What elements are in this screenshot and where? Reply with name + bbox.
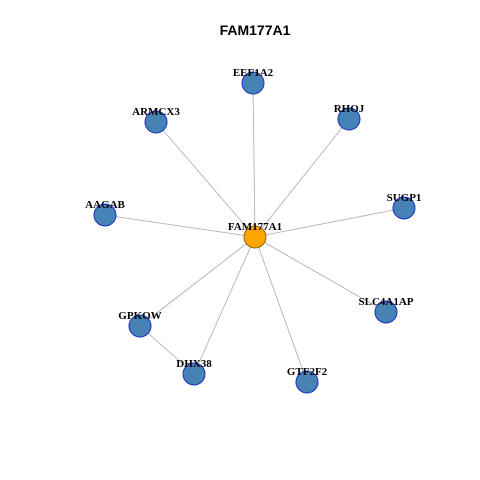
node-gtf2f2[interactable] — [295, 370, 319, 394]
node-sugp1[interactable] — [392, 196, 416, 220]
edge-gpkow-dhx38 — [139, 325, 195, 375]
node-label-sugp1: SUGP1 — [387, 192, 422, 204]
node-label-slc4a1ap: SLC4A1AP — [358, 296, 413, 308]
node-label-gtf2f2: GTF2F2 — [287, 366, 328, 378]
node-label-rhoj: RHOJ — [334, 103, 365, 115]
node-gpkow[interactable] — [128, 314, 152, 338]
node-label-fam177a1: FAM177A1 — [228, 221, 282, 233]
edge-fam177a1-eef1a2 — [252, 82, 256, 238]
edge-fam177a1-aagab — [104, 214, 256, 238]
node-label-dhx38: DHX38 — [176, 358, 212, 370]
edge-fam177a1-sugp1 — [254, 207, 405, 238]
node-slc4a1ap[interactable] — [374, 300, 398, 324]
node-label-eef1a2: EEF1A2 — [233, 67, 274, 79]
node-armcx3[interactable] — [144, 110, 168, 134]
node-label-aagab: AAGAB — [85, 199, 125, 211]
edge-fam177a1-slc4a1ap — [254, 236, 387, 313]
edge-fam177a1-gtf2f2 — [254, 236, 308, 383]
node-eef1a2[interactable] — [241, 71, 265, 95]
node-dhx38[interactable] — [182, 362, 206, 386]
edge-fam177a1-armcx3 — [155, 121, 256, 238]
edge-fam177a1-gpkow — [139, 236, 256, 327]
nodes-layer — [93, 71, 416, 394]
edges-layer — [104, 82, 405, 383]
node-label-armcx3: ARMCX3 — [132, 106, 180, 118]
node-label-gpkow: GPKOW — [118, 310, 161, 322]
edge-fam177a1-dhx38 — [193, 236, 256, 375]
node-aagab[interactable] — [93, 203, 117, 227]
diagram-title: FAM177A1 — [220, 22, 291, 38]
node-rhoj[interactable] — [337, 107, 361, 131]
node-fam177a1[interactable] — [243, 225, 267, 249]
edge-fam177a1-rhoj — [254, 118, 350, 238]
